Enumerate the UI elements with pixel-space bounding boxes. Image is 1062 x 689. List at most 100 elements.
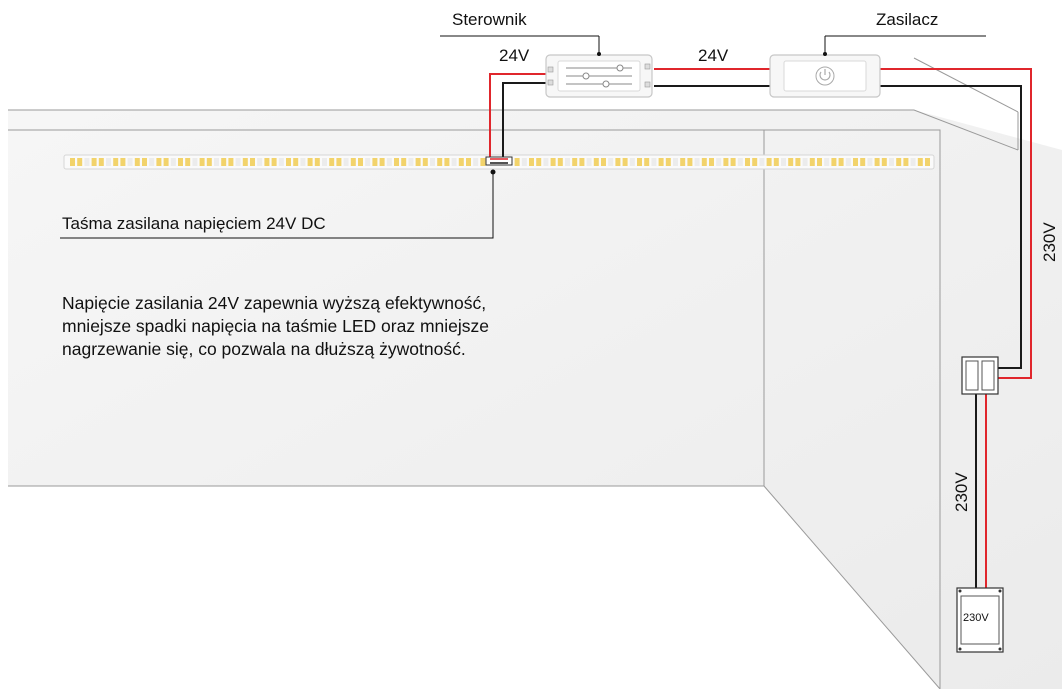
led-chip [881, 158, 887, 166]
led-chip [242, 158, 248, 166]
led-chip [343, 158, 349, 166]
led-chip [730, 158, 736, 166]
led-chip [214, 158, 219, 166]
led-chip [350, 158, 356, 166]
power-supply-label: Zasilacz [876, 10, 939, 29]
led-chip [437, 158, 443, 166]
led-chip [543, 158, 549, 166]
led-chip [773, 158, 779, 166]
led-chip [408, 158, 414, 166]
led-chip [694, 158, 700, 166]
led-chip [658, 158, 664, 166]
led-chip [127, 158, 133, 166]
led-chip [221, 158, 227, 166]
led-chip [444, 158, 450, 166]
led-chip [608, 158, 614, 166]
led-chip [521, 158, 527, 166]
led-chip [903, 158, 909, 166]
description-text: Napięcie zasilania 24V zapewnia wyższą e… [62, 293, 490, 359]
slider-icon [566, 64, 632, 88]
led-chip [84, 158, 90, 166]
controller-label: Sterownik [452, 10, 527, 29]
led-chip [329, 158, 335, 166]
led-chip [557, 158, 563, 166]
led-chip [536, 158, 542, 166]
led-chip [257, 158, 263, 166]
led-chip [134, 158, 140, 166]
power-icon [815, 66, 835, 86]
wire-strip-positive [489, 73, 546, 158]
led-chip [156, 158, 162, 166]
led-chip [91, 158, 97, 166]
socket-icon[interactable] [956, 587, 1004, 653]
led-chip [278, 158, 284, 166]
led-chip [925, 158, 930, 166]
led-chip [451, 158, 457, 166]
led-chip [673, 158, 678, 166]
led-chip [394, 158, 399, 166]
led-chip [458, 158, 464, 166]
led-chip [622, 158, 628, 166]
led-chip [716, 158, 722, 166]
led-chip [228, 158, 234, 166]
led-chip [386, 158, 392, 166]
led-chip [250, 158, 255, 166]
led-chip [170, 158, 176, 166]
led-chip [142, 158, 147, 166]
led-chip [802, 158, 808, 166]
led-chip [637, 158, 642, 166]
led-strip [63, 154, 935, 170]
led-chip [314, 158, 320, 166]
strip-label: Taśma zasilana napięciem 24V DC [62, 214, 326, 233]
led-chip [701, 158, 707, 166]
led-chip [185, 158, 191, 166]
led-chip [572, 158, 578, 166]
led-chip [817, 158, 822, 166]
power-supply[interactable] [769, 35, 986, 98]
led-chip [149, 158, 155, 166]
led-chip [781, 158, 786, 166]
led-chip [178, 158, 183, 166]
led-chip [235, 158, 241, 166]
led-chip [379, 158, 385, 166]
led-chip [322, 158, 327, 166]
wire-psu-switch-black [880, 85, 1022, 369]
wires [489, 68, 1032, 588]
led-chip [831, 158, 837, 166]
led-chip [529, 158, 534, 166]
led-chip [415, 158, 421, 166]
wire-strip-negative [502, 82, 546, 158]
led-chip [473, 158, 479, 166]
voltage-label-lower: 230V [952, 472, 971, 512]
led-chip [752, 158, 758, 166]
strip-connector [485, 156, 513, 166]
led-chip [293, 158, 299, 166]
led-chip [788, 158, 794, 166]
led-chip [300, 158, 306, 166]
led-chip [737, 158, 743, 166]
led-chip [199, 158, 205, 166]
led-chip [98, 158, 104, 166]
led-chip [759, 158, 765, 166]
led-chip [550, 158, 556, 166]
led-chip [795, 158, 801, 166]
led-chip [480, 158, 486, 166]
wire-psu-switch-red [880, 68, 1032, 379]
wall-switch[interactable] [961, 356, 999, 395]
led-chip [120, 158, 126, 166]
voltage-label-mid: 24V [698, 46, 729, 65]
led-chip [860, 158, 866, 166]
led-chip [874, 158, 880, 166]
led-chip [192, 158, 198, 166]
led-chip [113, 158, 119, 166]
led-chip [271, 158, 277, 166]
led-chip [565, 158, 570, 166]
led-chip [106, 158, 111, 166]
controller[interactable] [440, 35, 653, 98]
led-chip [514, 158, 520, 166]
led-chip [579, 158, 585, 166]
led-chip [586, 158, 592, 166]
led-chip [358, 158, 363, 166]
led-chip [745, 158, 750, 166]
